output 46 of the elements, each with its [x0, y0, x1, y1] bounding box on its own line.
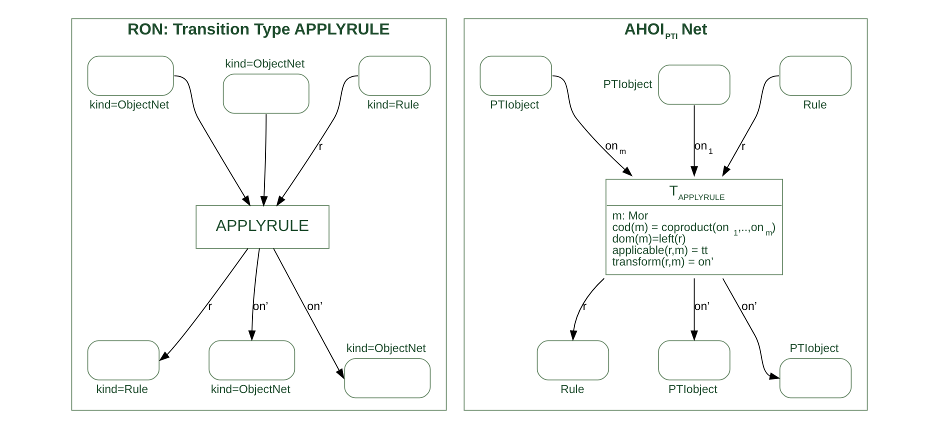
arrow: [174, 75, 251, 206]
node-oval: [658, 64, 730, 105]
node-label: kind=ObjectNet: [225, 58, 305, 70]
arrow: [722, 75, 780, 177]
edge-label: r: [742, 141, 746, 154]
node-oval: [87, 56, 174, 96]
arrow: [248, 248, 260, 342]
edge-label: on$_{1}$: [694, 140, 714, 156]
edge-label: r: [582, 300, 587, 313]
node-label: kind=ObjectNet: [346, 342, 426, 355]
node-label: kind=ObjectNet: [210, 384, 290, 396]
node-oval: [658, 340, 730, 380]
node-label: PTIobject: [668, 384, 718, 396]
node-label: Rule: [803, 99, 827, 112]
arrow: [552, 75, 633, 177]
edge-label: on’: [742, 300, 757, 313]
node-oval: [344, 358, 431, 398]
edge-label: r: [318, 141, 323, 154]
edge-label: on’: [307, 300, 323, 313]
node-box: APPLYRULE: [196, 205, 330, 249]
arrow: [570, 278, 605, 342]
node-oval: [779, 56, 852, 96]
arrow: [722, 278, 780, 380]
node-label: PTIobject: [603, 78, 652, 91]
node-oval: [222, 74, 310, 114]
edge-label: on’: [694, 300, 710, 313]
node-label: Rule: [560, 384, 584, 396]
edge-label: r: [208, 300, 212, 313]
arrow: [276, 75, 358, 206]
node-label: kind=ObjectNet: [90, 99, 170, 112]
arrow: [273, 248, 344, 380]
node-oval: [87, 340, 160, 380]
node-oval: [779, 358, 852, 398]
node-label: kind=Rule: [367, 99, 420, 112]
arrow: [690, 278, 698, 342]
node-oval: [536, 340, 610, 380]
arrow: [158, 248, 248, 362]
edge-label: on$_{m}$: [605, 140, 626, 156]
arrow: [260, 114, 268, 207]
arrow: [690, 104, 698, 177]
node-label: kind=Rule: [96, 384, 148, 396]
node-label: PTIobject: [790, 342, 839, 355]
node-label: PTIobject: [490, 99, 539, 112]
node-oval: [358, 56, 431, 96]
node-oval: [208, 340, 296, 380]
node-oval: [480, 56, 552, 96]
